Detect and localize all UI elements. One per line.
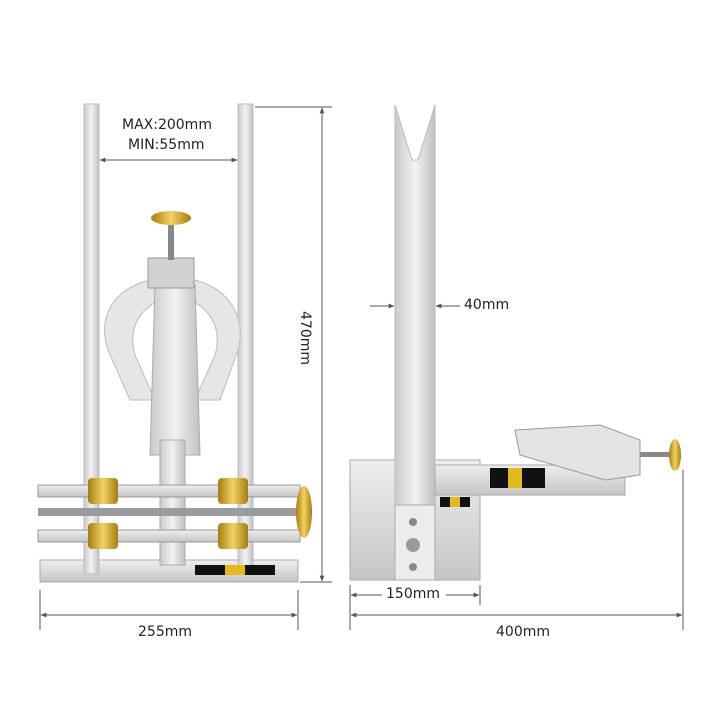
front-rod-upper (37, 484, 301, 498)
total-depth-label: 400mm (496, 624, 550, 640)
max-width-label: MAX:200mm (122, 117, 212, 133)
front-clamp-block (147, 257, 195, 289)
front-side-knob-icon (296, 486, 312, 538)
height-label: 470mm (297, 311, 313, 365)
upright-width-label: 40mm (464, 297, 510, 313)
side-view (349, 104, 681, 581)
front-top-knob-icon (151, 211, 191, 225)
dimension-lines (39, 106, 684, 630)
min-width-label: MIN:55mm (128, 137, 205, 153)
front-center-column (149, 284, 201, 456)
side-upright (394, 104, 436, 511)
side-knob-icon (669, 439, 681, 471)
front-threaded-rod (168, 225, 174, 260)
front-rod-lower (37, 529, 301, 543)
base-depth-label: 150mm (386, 586, 440, 602)
front-width-label: 255mm (138, 624, 192, 640)
side-clamp (514, 424, 641, 481)
front-view (37, 103, 312, 583)
front-left-upright (83, 103, 100, 575)
